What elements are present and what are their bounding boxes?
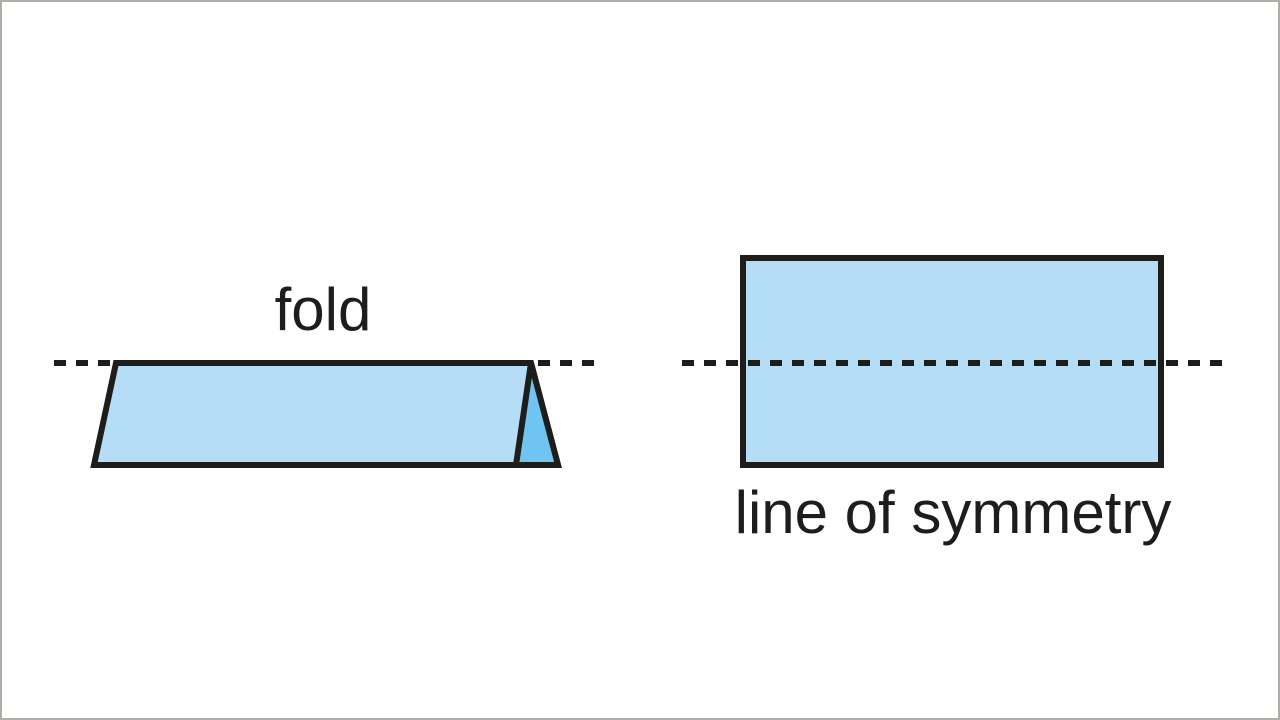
line-of-symmetry-label: line of symmetry: [734, 479, 1172, 546]
fold-flap-triangle: [512, 362, 562, 468]
fold-label: fold: [274, 276, 372, 343]
folded-paper-shape: [90, 360, 562, 468]
